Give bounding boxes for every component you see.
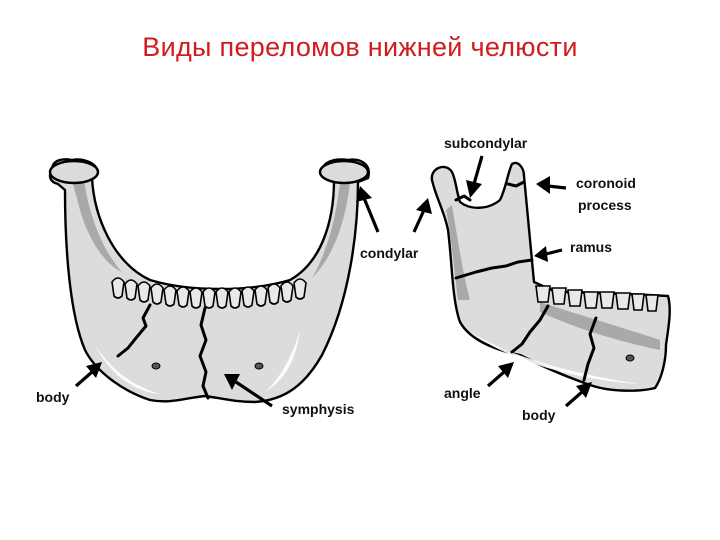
label-subcondylar: subcondylar xyxy=(444,135,528,151)
left-ramus-shadow xyxy=(72,180,122,272)
condylar-arrow-right xyxy=(412,209,426,233)
label-body-right: body xyxy=(522,407,556,423)
label-angle: angle xyxy=(444,385,481,401)
right-mental-foramen xyxy=(254,362,264,370)
mental-foramen-lateral xyxy=(625,354,635,362)
slide-title: Виды переломов нижней челюсти xyxy=(142,32,578,62)
label-body-left: body xyxy=(36,389,70,405)
angle-fracture-line xyxy=(510,304,550,354)
symphysis-fracture-line xyxy=(198,306,210,400)
label-symphysis: symphysis xyxy=(282,401,355,417)
label-coronoid: coronoid xyxy=(576,175,636,191)
left-mental-foramen xyxy=(151,362,161,370)
angle-arrow xyxy=(486,370,506,388)
body-fracture-line-lateral xyxy=(582,316,598,382)
label-ramus: ramus xyxy=(570,239,612,255)
condylar-arrowhead-right xyxy=(416,198,432,214)
label-condylar: condylar xyxy=(360,245,419,261)
coronoid-arrowhead xyxy=(536,176,550,194)
left-condyle xyxy=(48,159,100,185)
symphysis-arrow xyxy=(235,380,273,408)
subcondylar-arrowhead xyxy=(466,180,482,198)
ramus-arrowhead xyxy=(534,246,548,262)
body-arrowhead-right xyxy=(576,382,592,398)
body-fracture-line-left xyxy=(116,303,152,358)
mylohyoid-shadow xyxy=(540,302,660,350)
body-arrow-left xyxy=(74,370,94,388)
coronoid-fracture-line xyxy=(506,180,526,188)
right-condyle xyxy=(318,159,370,185)
ramus-fracture-line xyxy=(454,258,534,280)
mandible-lateral-view xyxy=(430,161,671,392)
subcondylar-arrow xyxy=(472,155,484,185)
frontal-teeth-row xyxy=(111,277,307,309)
arrows xyxy=(74,155,592,408)
body-arrowhead-left xyxy=(86,362,102,378)
subcondylar-fracture-line xyxy=(454,194,472,202)
condylar-arrow-left xyxy=(362,197,380,233)
lateral-teeth-row xyxy=(535,285,659,312)
mandible-frontal-view xyxy=(48,158,370,404)
ramus-arrow xyxy=(545,248,563,256)
condylar-arrowhead-left xyxy=(356,186,372,202)
coronoid-arrow xyxy=(547,184,567,190)
body-arrow-right xyxy=(564,390,584,408)
angle-arrowhead xyxy=(498,362,514,378)
label-process: process xyxy=(578,197,632,213)
symphysis-arrowhead xyxy=(224,374,240,390)
right-ramus-shadow xyxy=(312,182,350,278)
labels: subcondylar coronoid process ramus condy… xyxy=(36,135,636,423)
